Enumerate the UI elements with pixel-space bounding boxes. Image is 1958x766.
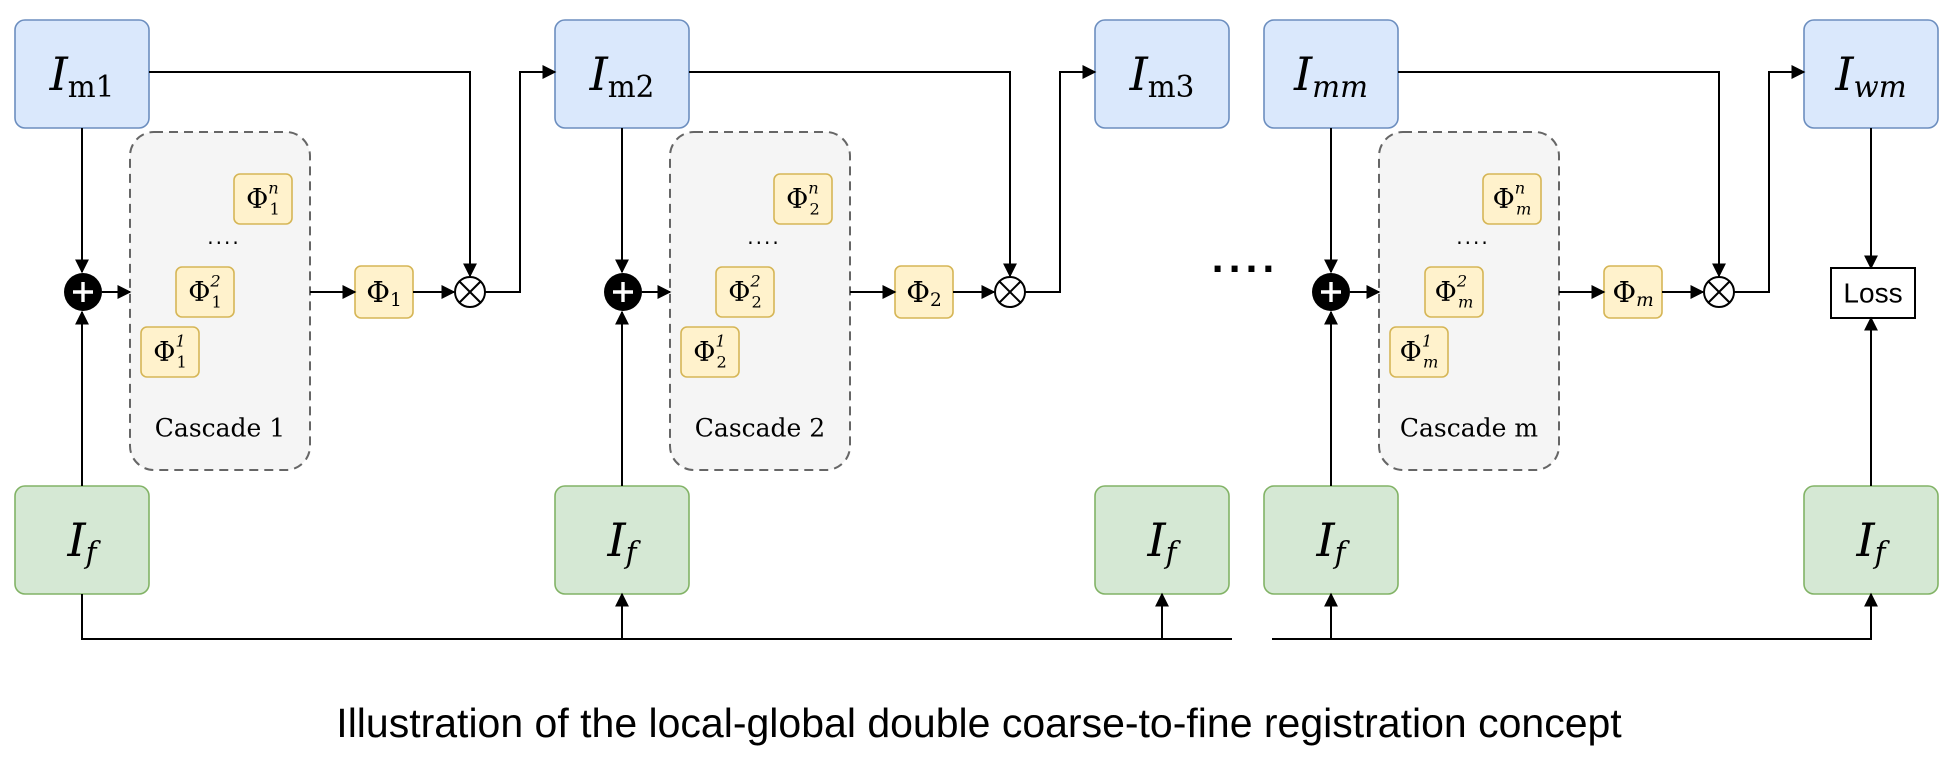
warp-node	[1703, 276, 1735, 308]
inner-ellipsis: ....	[747, 225, 780, 249]
moving-image-label-m3: Im3	[1129, 47, 1195, 104]
cascade-label: Cascade m	[1400, 414, 1539, 443]
moving-image-label-wm: Iwm	[1834, 47, 1906, 104]
cascade-label: Cascade 2	[695, 414, 825, 443]
edge-warp-to-next	[1025, 65, 1097, 293]
figure-caption: Illustration of the local-global double …	[336, 700, 1622, 746]
moving-image-label-m1: Im1	[49, 47, 115, 104]
local-field-1	[680, 326, 740, 378]
cascade-label: Cascade 1	[155, 414, 285, 443]
edge-moving-to-warp	[1398, 71, 1726, 278]
moving-image-label-mm: Imm	[1293, 47, 1368, 104]
local-field-n	[1482, 173, 1542, 225]
inner-ellipsis: ....	[1456, 225, 1489, 249]
global-field-label: Φ2	[906, 275, 942, 311]
local-field-1	[1389, 326, 1449, 378]
warp-node	[454, 276, 486, 308]
sum-node	[64, 273, 102, 311]
sum-node	[604, 273, 642, 311]
local-field-2	[175, 266, 235, 318]
edge-warp-to-next	[485, 65, 557, 293]
edge-moving-to-warp	[689, 71, 1017, 278]
loss-label: Loss	[1843, 278, 1902, 309]
fixed-bus-right	[1272, 592, 1878, 640]
fixed-bus-left	[81, 594, 1232, 640]
edge-warp-to-next	[1734, 65, 1806, 293]
moving-image-label-m2: Im2	[589, 47, 655, 104]
edge-moving-to-warp	[149, 71, 477, 278]
global-field-label: Φm	[1612, 275, 1653, 311]
inner-ellipsis: ....	[207, 225, 240, 249]
stage-ellipsis: ....	[1211, 241, 1279, 281]
global-field-label: Φ1	[366, 275, 402, 311]
local-field-2	[715, 266, 775, 318]
sum-node	[1312, 273, 1350, 311]
local-field-n	[233, 173, 293, 225]
local-field-2	[1424, 266, 1484, 318]
local-field-n	[773, 173, 833, 225]
warp-node	[994, 276, 1026, 308]
local-field-1	[140, 326, 200, 378]
